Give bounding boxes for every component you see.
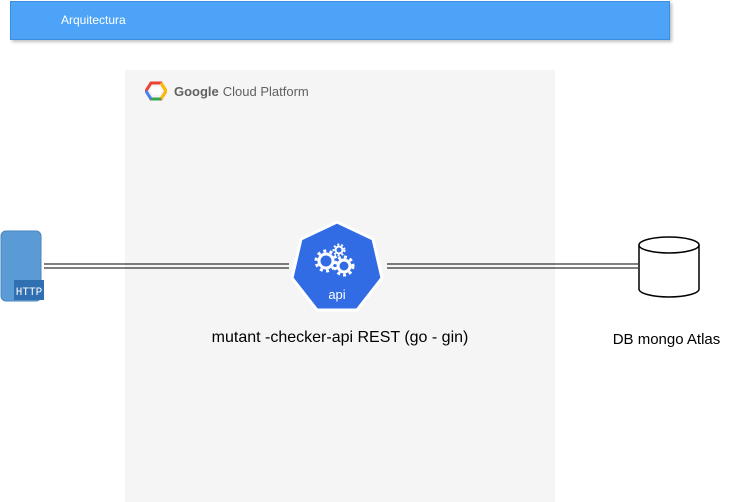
http-client-icon[interactable]: HTTP — [0, 230, 44, 302]
title-banner: Arquitectura — [10, 1, 670, 40]
kubernetes-api-icon[interactable]: api — [289, 220, 385, 316]
http-to-api-connector[interactable] — [44, 263, 289, 269]
gcp-product-label: Cloud Platform — [222, 83, 309, 99]
database-cylinder-icon[interactable] — [637, 235, 701, 299]
api-icon-text: api — [328, 287, 345, 302]
gcp-brand-label: Google — [174, 83, 219, 99]
banner-title: Arquitectura — [61, 13, 126, 27]
db-label: DB mongo Atlas — [612, 331, 721, 348]
api-to-db-connector[interactable] — [387, 263, 638, 269]
http-label: HTTP — [16, 287, 43, 299]
google-cloud-logo-icon — [145, 81, 167, 101]
gcp-header: Google Cloud Platform — [145, 79, 309, 103]
gears-icon — [314, 243, 355, 277]
api-service-label: mutant -checker-api REST (go - gin) — [211, 329, 469, 346]
